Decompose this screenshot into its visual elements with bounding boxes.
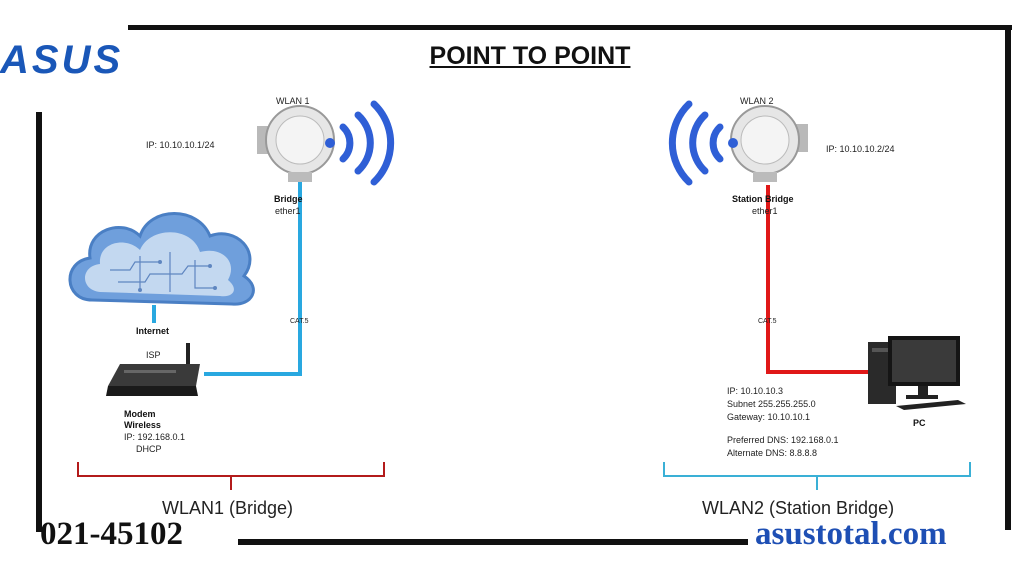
wlan2-name: WLAN 2: [740, 96, 774, 106]
isp-label: ISP: [146, 350, 161, 360]
right-cable: [766, 185, 868, 374]
modem-name-line2: Wireless: [124, 420, 161, 430]
wlan1-antenna-icon: [257, 105, 335, 182]
modem-ip: IP: 192.168.0.1: [124, 432, 186, 442]
frame-left-line: [36, 112, 42, 532]
wlan2-wifi-icon: [668, 100, 738, 186]
wlan1-name: WLAN 1: [276, 96, 310, 106]
wlan2-section-label: WLAN2 (Station Bridge): [702, 498, 895, 518]
wlan1-ip: IP: 10.10.10.1/24: [146, 140, 215, 150]
phone-number: 021-45102: [40, 516, 183, 552]
pc-gateway: Gateway: 10.10.10.1: [727, 412, 811, 422]
pc-label: PC: [913, 418, 926, 428]
left-cable: [204, 180, 302, 376]
pc-ip: IP: 10.10.10.3: [727, 386, 784, 396]
asus-logo: ASUS: [0, 38, 124, 82]
frame-top-line: [128, 25, 1012, 30]
frame-right-line: [1005, 25, 1011, 530]
wlan2-antenna-icon: [730, 105, 808, 182]
wlan2-mode: Station Bridge: [732, 194, 794, 204]
pc-alternate-dns: Alternate DNS: 8.8.8.8: [727, 448, 818, 458]
footer-divider: [238, 539, 748, 545]
right-section-bracket: [663, 462, 971, 490]
website-link[interactable]: asustotal.com: [755, 516, 947, 552]
internet-cloud-icon: [68, 212, 255, 306]
diagram-title: POINT TO POINT: [429, 42, 631, 70]
modem-dhcp: DHCP: [136, 444, 162, 454]
wlan1-mode: Bridge: [274, 194, 303, 204]
wlan1-wifi-icon: [325, 100, 395, 186]
internet-label: Internet: [136, 326, 170, 336]
wlan1-port: ether1: [275, 206, 301, 216]
modem-router-icon: [106, 343, 200, 396]
desktop-pc-icon: [868, 336, 966, 410]
wlan2-ip: IP: 10.10.10.2/24: [826, 144, 895, 154]
pc-subnet: Subnet 255.255.255.0: [727, 399, 816, 409]
wlan1-section-label: WLAN1 (Bridge): [162, 498, 294, 518]
left-cable-label: CAT.5: [290, 318, 309, 325]
wlan2-port: ether1: [752, 206, 778, 216]
modem-name-line1: Modem: [124, 409, 156, 419]
right-cable-label: CAT.5: [758, 318, 777, 325]
pc-preferred-dns: Preferred DNS: 192.168.0.1: [727, 435, 839, 445]
left-section-bracket: [77, 462, 385, 490]
